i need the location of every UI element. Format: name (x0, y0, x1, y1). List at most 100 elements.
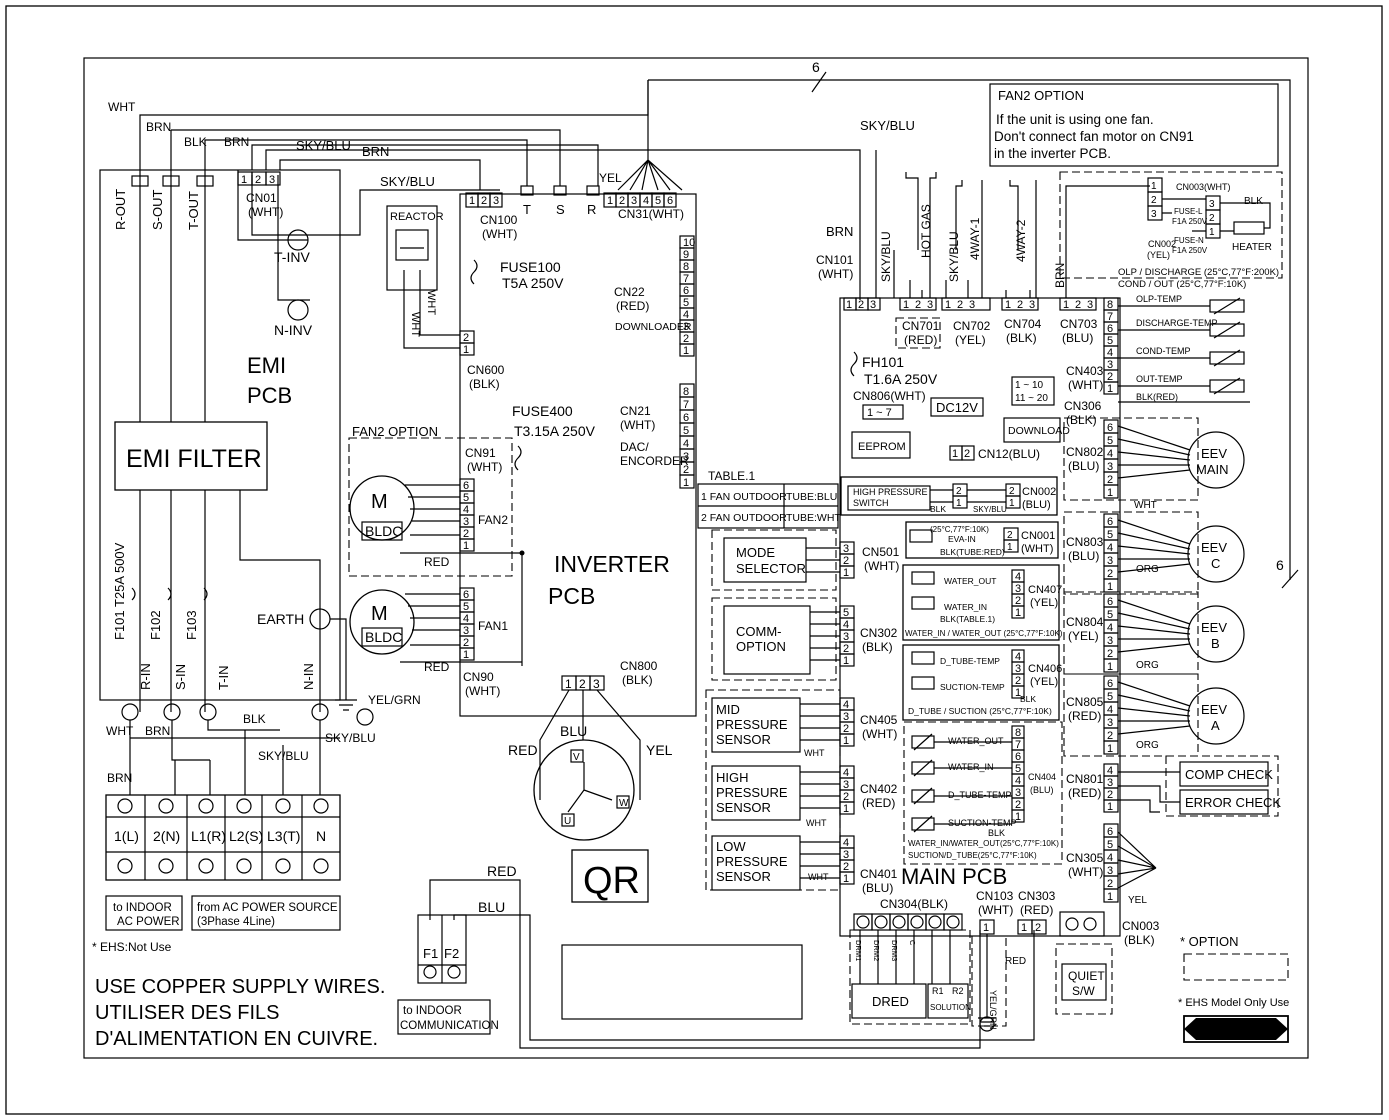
hps-skyblu: SKY/BLU (973, 505, 1007, 514)
fan2-motor: M BLDC (349, 475, 415, 541)
cn404-note-1: WATER_IN/WATER_OUT(25°C,77°F:10K) (908, 839, 1059, 848)
cn003blk-color: (BLK) (1124, 933, 1155, 947)
pin-number: 6 (683, 412, 689, 424)
cn600-color: (BLK) (469, 377, 500, 391)
svg-text:3: 3 (1151, 209, 1157, 220)
pin-number: 4 (463, 613, 469, 625)
cn403-pin (1103, 381, 1119, 395)
eeprom-label: EEPROM (858, 441, 906, 453)
reactor-label: REACTOR (390, 211, 444, 223)
six-wire-marker-right: 6 (1276, 557, 1284, 573)
svg-text:1: 1 (1063, 299, 1069, 311)
hps-label-2: SWITCH (853, 498, 889, 508)
cn701-label: CN701 (902, 319, 940, 333)
sensor-403-label: OLP-TEMP (1136, 294, 1182, 304)
eev-wire-label: ORG (1136, 660, 1159, 671)
svg-text:1 ~ 7: 1 ~ 7 (867, 407, 892, 419)
olp-note-2: COND / OUT (25°C,77°F:10K) (1118, 279, 1246, 290)
cn302-label: CN302 (860, 626, 898, 640)
valve-hot-gas: HOT GAS (919, 204, 933, 258)
svg-text:1: 1 (1151, 181, 1157, 192)
svg-text:C: C (908, 940, 917, 946)
svg-text:1 ~ 10: 1 ~ 10 (1015, 380, 1044, 391)
main-pcb-title: MAIN PCB (901, 864, 1007, 889)
svg-text:DRM1: DRM1 (854, 940, 863, 961)
eev-sub-label: C (1211, 556, 1220, 571)
valve-skyblu: SKY/BLU (879, 231, 893, 282)
s-out-label: S-OUT (150, 190, 165, 231)
pin-number: 4 (843, 767, 849, 779)
cn701-color: (RED) (904, 333, 937, 347)
cn001-label: CN001 (1021, 530, 1055, 542)
qr-code-box (571, 849, 649, 903)
svg-text:3: 3 (1209, 199, 1215, 210)
top-wire-skyblu-2: SKY/BLU (380, 174, 435, 189)
pin-number: 5 (843, 607, 849, 619)
cn402-label: CN402 (860, 782, 898, 796)
power-terminal-block: 1(L) 2(N) L1(R) L2(S) L3(T) N (105, 794, 341, 881)
svg-text:2: 2 (1007, 530, 1013, 541)
pin-number: 3 (683, 451, 689, 463)
pin-number: 1 (1015, 687, 1021, 699)
svg-text:2: 2 (1017, 299, 1023, 311)
svg-text:2: 2 (964, 448, 970, 460)
fan2-note-box (989, 83, 1279, 167)
cn804-label: CN804 (1066, 615, 1104, 629)
svg-text:2: 2 (1035, 922, 1041, 934)
quiet-option-area (1055, 943, 1113, 1015)
cn100-label: CN100 (480, 213, 518, 227)
error-check-label: ERROR CHECK (1185, 795, 1281, 810)
svg-text:2: 2 (463, 332, 469, 344)
high-pressure-1: HIGH (716, 770, 749, 785)
pin-number: 2 (843, 555, 849, 567)
cn703-color: (BLU) (1062, 331, 1093, 345)
cn21-encorder: ENCORDER (620, 454, 689, 468)
svg-text:M: M (371, 603, 388, 625)
pin-number: 4 (1107, 765, 1113, 777)
pin-number: 4 (1107, 704, 1113, 716)
comp-check-button[interactable] (1179, 761, 1269, 787)
cn90-color: (WHT) (465, 684, 500, 698)
cn305-label: CN305 (1066, 851, 1104, 865)
valve-4way-1: 4WAY-1 (968, 217, 982, 260)
terminal-r: R (587, 202, 596, 217)
cn22-color: (RED) (616, 299, 649, 313)
t-in-label: T-IN (216, 665, 231, 690)
power-source-line2: (3Phase 4Line) (197, 916, 275, 928)
hps-blk: BLK (930, 504, 946, 514)
quiet-switch[interactable] (1061, 963, 1107, 1001)
outer-frame (5, 5, 1383, 1115)
dtube-blk: BLK (1020, 694, 1036, 704)
cn501-color: (WHT) (864, 559, 899, 573)
svg-text:2: 2 (1151, 195, 1157, 206)
comm-indoor-box (397, 999, 491, 1035)
sensor-403-label: OUT-TEMP (1136, 374, 1183, 384)
cn802-color: (BLU) (1068, 459, 1099, 473)
pin-number: 5 (683, 425, 689, 437)
cn305-pin (1103, 888, 1119, 903)
pin-number: 9 (683, 249, 689, 261)
hps-block (840, 476, 1058, 516)
cn002yel-color: (YEL) (1147, 250, 1170, 260)
comp-check-label: COMP CHECK (1185, 767, 1273, 782)
cn002blu-label: CN002 (1022, 486, 1056, 498)
pin-number: 5 (1107, 691, 1113, 703)
cn101-label: CN101 (816, 253, 854, 267)
eva-blk: BLK(TUBE:RED) (940, 547, 1005, 557)
pin-number: 1 (683, 477, 689, 489)
pin-number: 4 (1015, 651, 1021, 663)
cn100-color: (WHT) (482, 227, 517, 241)
mid-pressure-3: SENSOR (716, 732, 771, 747)
top-wire-skyblu: SKY/BLU (296, 138, 351, 153)
wire-wht-label: WHT (106, 724, 134, 738)
svg-text:1: 1 (463, 344, 469, 356)
pin-number: 6 (1107, 596, 1113, 608)
pin-number: 10 (683, 237, 695, 249)
ehs-not-use-note: * EHS:Not Use (92, 940, 172, 954)
input-terminals (121, 703, 329, 721)
top-wire-brn: BRN (146, 120, 171, 134)
n-inv-terminal (287, 299, 309, 321)
pin-number: 7 (1107, 311, 1113, 323)
heater-option-area (1059, 171, 1283, 279)
